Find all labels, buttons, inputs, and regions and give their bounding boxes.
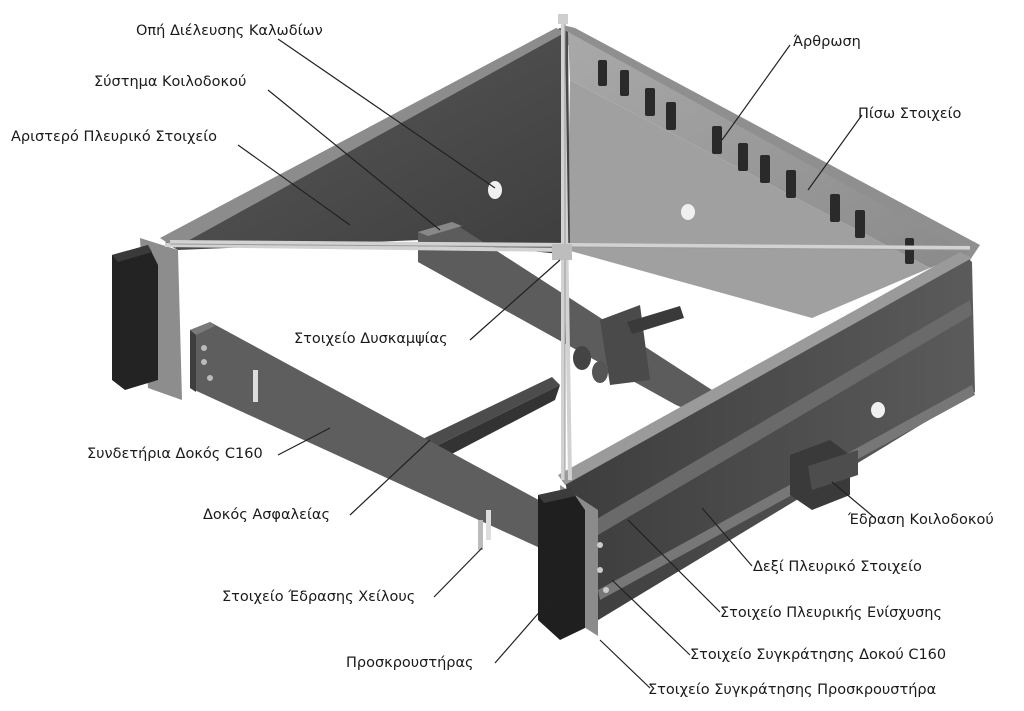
label-c160-retainer: Στοιχείο Συγκράτησης Δοκού C160 [690,647,947,663]
rod-cross-node [552,244,572,260]
label-lip-support-element: Στοιχείο Έδρασης Χείλους [222,589,416,605]
label-safety-beam: Δοκός Ασφαλείας [203,507,330,523]
label-joint: Άρθρωση [793,34,861,50]
left-side-element-panel [160,28,570,255]
label-trough-support: Έδραση Κοιλοδοκού [848,512,994,528]
label-cable-hole: Οπή Διέλευσης Καλωδίων [136,23,323,39]
label-side-reinforcement: Στοιχείο Πλευρικής Ενίσχυσης [720,605,942,621]
back-element-panel [556,25,980,318]
label-bumper-retainer: Στοιχείο Συγκράτησης Προσκρουστήρα [648,682,937,698]
safety-beam [410,377,560,468]
label-trough-system: Σύστημα Κοιλοδοκού [94,74,247,90]
right-bumper [538,488,585,640]
leader-lines [237,38,876,689]
joint-node [558,14,568,24]
label-tie-beam: Συνδετήρια Δοκός C160 [87,446,263,462]
right-side-element-panel [558,252,975,625]
left-bumper [112,245,158,390]
label-right-side-element: Δεξί Πλευρικό Στοιχείο [753,559,922,575]
label-back-element: Πίσω Στοιχείο [858,106,962,122]
label-stiffness-element: Στοιχείο Δυσκαμψίας [294,331,448,347]
label-bumper: Προσκρουστήρας [346,655,474,671]
tie-beam-c160 [190,322,548,550]
label-left-side-element: Αριστερό Πλευρικό Στοιχείο [11,129,217,145]
